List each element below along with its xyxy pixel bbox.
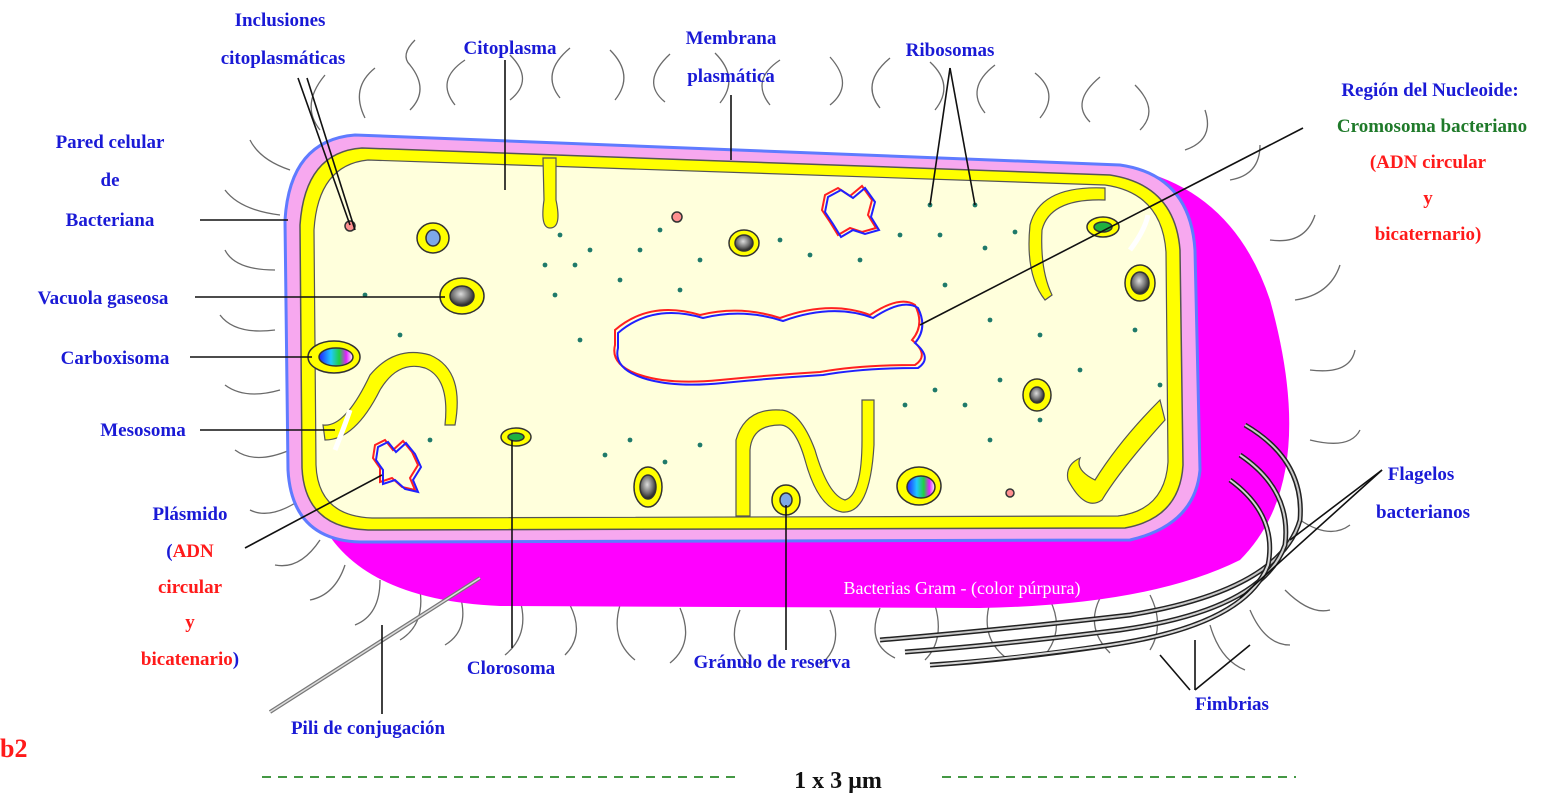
scale-label: 1 x 3 µm (794, 768, 882, 794)
label-pared-line2: de (101, 170, 120, 191)
label-nucleoide-line1: Región del Nucleoide: (1341, 80, 1518, 101)
label-citoplasma: Citoplasma (464, 38, 557, 59)
label-inclusiones-line1: Inclusiones (235, 10, 326, 31)
label-pared-line1: Pared celular (56, 132, 165, 153)
label-plasmido-line4: y (185, 612, 195, 633)
label-plasmido-line5: bicatenario) (141, 649, 239, 670)
conjugation-pilus (270, 578, 480, 712)
label-flagelos-line1: Flagelos (1388, 464, 1455, 485)
figure-tag: b2 (0, 734, 27, 763)
label-pared-line3: Bacteriana (66, 210, 155, 231)
label-nucleoide-line5: bicaternario) (1375, 224, 1482, 245)
label-gram: Bacterias Gram - (color púrpura) (844, 578, 1081, 599)
label-mesosoma: Mesosoma (100, 420, 186, 441)
label-plasmido-line1: Plásmido (153, 504, 228, 525)
label-plasmido-line3: circular (158, 577, 223, 598)
label-nucleoide-line4: y (1423, 188, 1433, 209)
label-membrana-line1: Membrana (686, 28, 777, 49)
label-flagelos-line2: bacterianos (1376, 502, 1470, 523)
label-plasmido-line2: (ADN (166, 541, 214, 562)
label-fimbrias: Fimbrias (1195, 694, 1269, 715)
label-inclusiones-line2: citoplasmáticas (221, 48, 346, 69)
label-granulo: Gránulo de reserva (694, 652, 851, 673)
label-membrana-line2: plasmática (687, 66, 775, 87)
label-nucleoide-line2: Cromosoma bacteriano (1337, 116, 1527, 137)
label-ribosomas: Ribosomas (906, 40, 995, 61)
label-clorosoma: Clorosoma (467, 658, 556, 679)
label-pili: Pili de conjugación (291, 718, 446, 739)
label-nucleoide-line3: (ADN circular (1370, 152, 1487, 173)
label-carboxisoma: Carboxisoma (61, 348, 170, 369)
label-vacuola: Vacuola gaseosa (38, 288, 169, 309)
